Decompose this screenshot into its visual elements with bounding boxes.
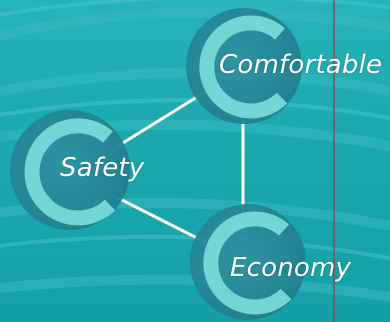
edge-safety-economy (112, 194, 207, 244)
node-label-economy: Economy (230, 253, 352, 283)
node-label-comfortable: Comfortable (219, 50, 383, 80)
connector-lines (112, 90, 245, 244)
node-economy (190, 204, 306, 320)
c-logo-icon (199, 15, 288, 119)
node-safety (10, 110, 130, 230)
c-logo-icon (24, 118, 116, 226)
edge-safety-comfortable (116, 90, 207, 148)
node-label-safety: Safety (60, 153, 145, 183)
c-logo-icon (203, 211, 292, 315)
node-comfortable (186, 8, 302, 124)
